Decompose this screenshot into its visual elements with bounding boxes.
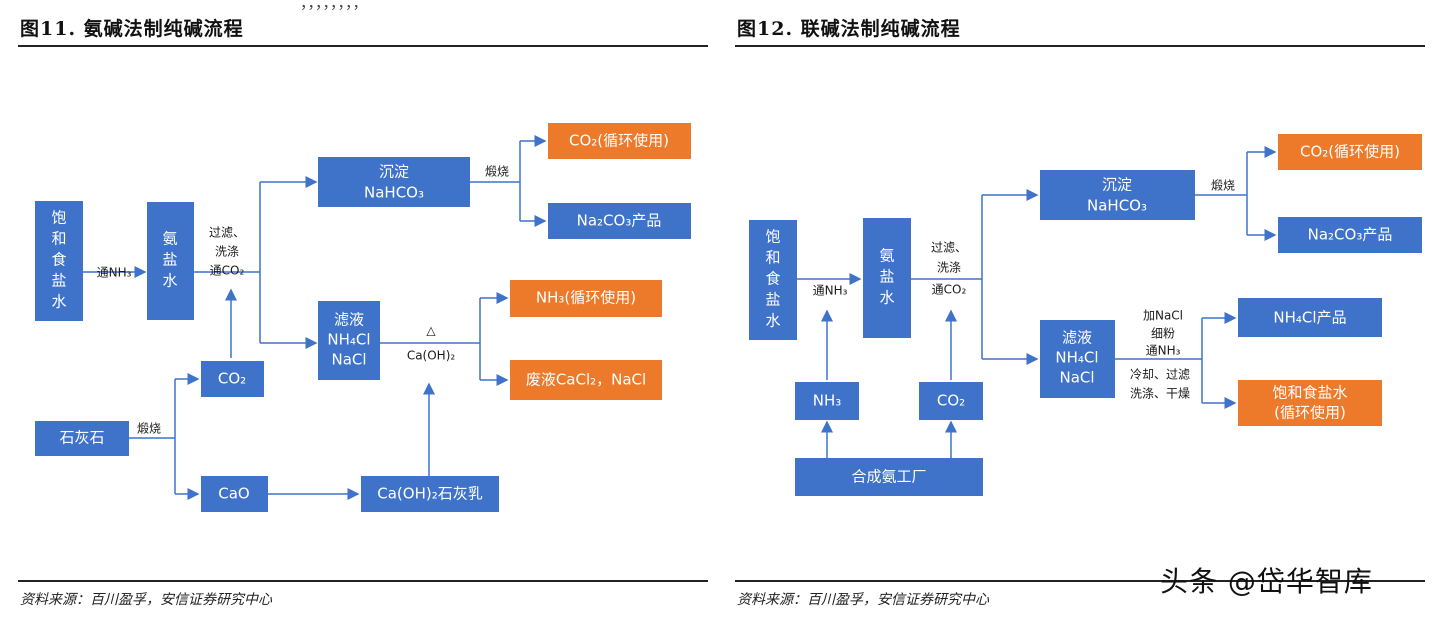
svg-text:水: 水: [879, 289, 894, 307]
svg-text:盐: 盐: [162, 251, 177, 269]
box-co2: CO₂: [201, 361, 264, 397]
flow-diagram-combined-soda: 饱 和 食 盐 水 氨 盐 水 沉淀 NaHCO₃ CO₂(循环使用) Na₂C…: [749, 134, 1422, 496]
svg-text:NaCl: NaCl: [1059, 369, 1094, 387]
box-nh3-recycle: NH₃(循环使用): [510, 280, 662, 317]
svg-text:Na₂CO₃产品: Na₂CO₃产品: [577, 212, 662, 230]
svg-text:NH₃: NH₃: [813, 392, 842, 410]
label-wash: 洗涤: [937, 261, 961, 275]
svg-text:饱: 饱: [765, 228, 780, 246]
svg-text:NaCl: NaCl: [331, 351, 366, 369]
svg-text:废液CaCl₂，NaCl: 废液CaCl₂，NaCl: [526, 371, 646, 389]
figure-title: 图12. 联碱法制纯碱流程: [737, 18, 961, 40]
box-co2-recycle: CO₂(循环使用): [548, 123, 691, 159]
svg-text:(循环使用): (循环使用): [1274, 404, 1346, 422]
source-note: 资料来源：百川盈孚，安信证券研究中心: [20, 592, 272, 608]
label-filter: 过滤、: [931, 241, 967, 255]
svg-text:盐: 盐: [879, 268, 894, 286]
svg-text:CO₂(循环使用): CO₂(循环使用): [569, 132, 669, 150]
box-soda-product: Na₂CO₃产品: [548, 203, 691, 239]
label-add-co2: 通CO₂: [210, 264, 245, 278]
svg-text:石灰石: 石灰石: [59, 429, 104, 447]
box-nh3: NH₃: [795, 382, 859, 420]
svg-text:氨: 氨: [162, 230, 177, 248]
svg-text:水: 水: [162, 272, 177, 290]
box-precipitate: 沉淀 NaHCO₃: [1040, 170, 1195, 220]
svg-text:CaO: CaO: [218, 485, 249, 503]
svg-text:盐: 盐: [765, 291, 780, 309]
box-ammonia-plant: 合成氨工厂: [795, 458, 983, 496]
svg-text:饱和食盐水: 饱和食盐水: [1272, 384, 1347, 402]
svg-text:沉淀: 沉淀: [1102, 176, 1132, 194]
box-lime-milk: Ca(OH)₂石灰乳: [361, 476, 499, 512]
label-add-nh3-2: 通NH₃: [1146, 344, 1181, 358]
svg-text:和: 和: [51, 230, 66, 248]
svg-text:水: 水: [51, 293, 66, 311]
svg-text:NaHCO₃: NaHCO₃: [364, 184, 424, 202]
source-rule: [18, 580, 708, 582]
label-filter: 过滤、: [209, 226, 245, 240]
label-calcine-limestone: 煅烧: [137, 421, 161, 436]
flow-diagram-ammonia-soda: 饱 和 食 盐 水 氨 盐 水 沉淀 NaHCO₃ CO₂(循环使用) Na₂C…: [35, 123, 691, 512]
box-co2-recycle: CO₂(循环使用): [1278, 134, 1422, 170]
watermark: 头条 @岱华智库: [1160, 565, 1373, 598]
svg-text:NH₄Cl: NH₄Cl: [327, 331, 370, 349]
svg-text:和: 和: [765, 249, 780, 267]
svg-text:Na₂CO₃产品: Na₂CO₃产品: [1308, 226, 1393, 244]
svg-text:CO₂(循环使用): CO₂(循环使用): [1300, 143, 1400, 161]
figure-title: 图11. 氨碱法制纯碱流程: [20, 18, 244, 40]
panel-combined-soda: 图12. 联碱法制纯碱流程: [735, 0, 1435, 618]
svg-text:NH₄Cl: NH₄Cl: [1055, 349, 1098, 367]
box-limestone: 石灰石: [35, 421, 129, 456]
source-rule: [735, 580, 1425, 582]
label-calcine: 煅烧: [1211, 178, 1235, 193]
box-ammonia-brine: 氨 盐 水: [147, 202, 194, 320]
svg-text:氨: 氨: [879, 247, 894, 265]
svg-text:合成氨工厂: 合成氨工厂: [851, 468, 926, 486]
svg-text:NaHCO₃: NaHCO₃: [1087, 197, 1147, 215]
svg-text:CO₂: CO₂: [218, 370, 246, 388]
svg-text:饱: 饱: [51, 209, 66, 227]
label-fine-powder: 细粉: [1151, 327, 1175, 341]
title-rule: [18, 45, 708, 47]
box-brine: 饱 和 食 盐 水: [35, 201, 83, 321]
svg-text:CO₂: CO₂: [937, 392, 965, 410]
box-precipitate: 沉淀 NaHCO₃: [318, 157, 470, 207]
box-brine: 饱 和 食 盐 水: [749, 220, 797, 340]
svg-text:盐: 盐: [51, 272, 66, 290]
svg-text:滤液: 滤液: [334, 311, 364, 329]
label-wash-dry: 洗涤、干燥: [1130, 387, 1190, 401]
svg-text:滤液: 滤液: [1062, 329, 1092, 347]
box-filtrate: 滤液 NH₄Cl NaCl: [318, 301, 380, 380]
label-delta: △: [426, 324, 436, 338]
label-caoh2: Ca(OH)₂: [407, 349, 456, 363]
svg-text:食: 食: [51, 251, 66, 269]
box-brine-recycle: 饱和食盐水 (循环使用): [1238, 380, 1382, 426]
box-co2: CO₂: [919, 382, 983, 420]
connectors: [83, 135, 547, 500]
svg-text:NH₄Cl产品: NH₄Cl产品: [1273, 309, 1346, 327]
source-note: 资料来源：百川盈孚，安信证券研究中心: [737, 592, 989, 608]
label-add-nh3: 通NH₃: [97, 266, 132, 280]
title-rule: [735, 45, 1425, 47]
connectors: [797, 146, 1277, 458]
svg-text:沉淀: 沉淀: [379, 163, 409, 181]
label-add-nacl: 加NaCl: [1143, 309, 1183, 323]
panel-ammonia-soda: 图11. 氨碱法制纯碱流程: [18, 0, 718, 618]
box-waste: 废液CaCl₂，NaCl: [510, 360, 662, 400]
box-ammonia-brine: 氨 盐 水: [863, 218, 911, 338]
label-cool-filter: 冷却、过滤: [1130, 368, 1190, 382]
label-calcine: 煅烧: [485, 164, 509, 179]
svg-text:食: 食: [765, 270, 780, 288]
label-add-co2: 通CO₂: [932, 283, 967, 297]
label-wash: 洗涤: [215, 245, 239, 259]
box-filtrate: 滤液 NH₄Cl NaCl: [1040, 320, 1115, 398]
svg-text:NH₃(循环使用): NH₃(循环使用): [536, 289, 636, 307]
box-nh4cl-product: NH₄Cl产品: [1238, 298, 1382, 337]
box-soda-product: Na₂CO₃产品: [1278, 217, 1422, 253]
svg-text:Ca(OH)₂石灰乳: Ca(OH)₂石灰乳: [377, 485, 482, 503]
svg-text:水: 水: [765, 312, 780, 330]
label-add-nh3: 通NH₃: [813, 284, 848, 298]
box-cao: CaO: [201, 476, 268, 512]
top-cropped-text: ，，，，，，，，: [300, 0, 368, 12]
